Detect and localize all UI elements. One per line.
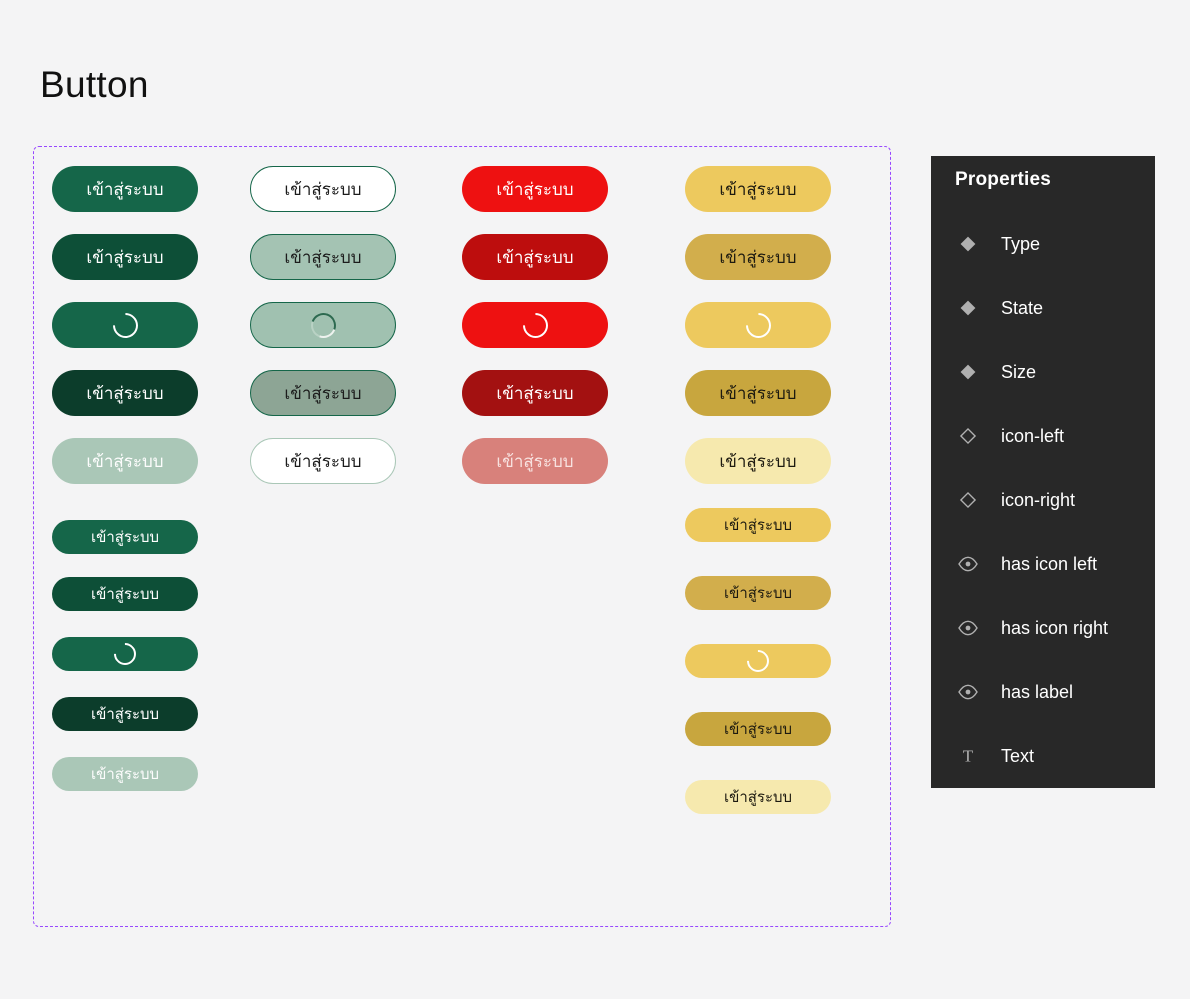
button-label: เข้าสู่ระบบ	[90, 766, 160, 783]
property-label: icon-left	[1001, 425, 1065, 446]
button-warning-disabled-sm[interactable]: เข้าสู่ระบบ	[685, 780, 831, 814]
button-label: เข้าสู่ระบบ	[90, 706, 160, 723]
button-label: เข้าสู่ระบบ	[496, 451, 574, 471]
button-primary-default-lg[interactable]: เข้าสู่ระบบ	[52, 166, 198, 212]
button-danger-pressed-lg[interactable]: เข้าสู่ระบบ	[462, 370, 608, 416]
button-primary-hover-lg[interactable]: เข้าสู่ระบบ	[52, 234, 198, 280]
button-warning-pressed-lg[interactable]: เข้าสู่ระบบ	[685, 370, 831, 416]
svg-text:T: T	[963, 747, 974, 766]
button-label: เข้าสู่ระบบ	[496, 383, 574, 403]
button-primary-hover-sm[interactable]: เข้าสู่ระบบ	[52, 577, 198, 611]
loading-spinner-icon	[306, 308, 340, 342]
button-warning-loading-sm[interactable]	[685, 644, 831, 678]
button-primary-disabled-lg[interactable]: เข้าสู่ระบบ	[52, 438, 198, 484]
property-label: icon-right	[1001, 489, 1076, 510]
property-label: has label	[1001, 681, 1074, 702]
property-label: State	[1001, 297, 1044, 318]
button-warning-hover-lg[interactable]: เข้าสู่ระบบ	[685, 234, 831, 280]
button-label: เข้าสู่ระบบ	[719, 451, 797, 471]
loading-spinner-icon	[517, 307, 553, 343]
button-label: เข้าสู่ระบบ	[723, 585, 793, 602]
button-primary-disabled-sm[interactable]: เข้าสู่ระบบ	[52, 757, 198, 791]
diamond-outline-icon	[957, 489, 979, 511]
button-secondary-hover-lg[interactable]: เข้าสู่ระบบ	[250, 234, 396, 280]
button-label: เข้าสู่ระบบ	[284, 247, 362, 267]
button-secondary-default-lg[interactable]: เข้าสู่ระบบ	[250, 166, 396, 212]
diamond-filled-icon	[957, 297, 979, 319]
diamond-filled-icon	[957, 233, 979, 255]
property-text[interactable]: T Text	[957, 742, 1034, 770]
button-danger-loading-lg[interactable]	[462, 302, 608, 348]
button-danger-hover-lg[interactable]: เข้าสู่ระบบ	[462, 234, 608, 280]
button-secondary-pressed-lg[interactable]: เข้าสู่ระบบ	[250, 370, 396, 416]
button-warning-hover-sm[interactable]: เข้าสู่ระบบ	[685, 576, 831, 610]
component-set-frame	[33, 146, 891, 927]
button-primary-loading-sm[interactable]	[52, 637, 198, 671]
button-warning-loading-lg[interactable]	[685, 302, 831, 348]
diamond-outline-icon	[957, 425, 979, 447]
button-secondary-disabled-lg[interactable]: เข้าสู่ระบบ	[250, 438, 396, 484]
button-label: เข้าสู่ระบบ	[284, 383, 362, 403]
button-secondary-loading-lg[interactable]	[250, 302, 396, 348]
button-label: เข้าสู่ระบบ	[90, 529, 160, 546]
button-label: เข้าสู่ระบบ	[86, 179, 164, 199]
button-label: เข้าสู่ระบบ	[719, 179, 797, 199]
button-danger-default-lg[interactable]: เข้าสู่ระบบ	[462, 166, 608, 212]
button-primary-loading-lg[interactable]	[52, 302, 198, 348]
button-label: เข้าสู่ระบบ	[90, 586, 160, 603]
eye-icon	[957, 617, 979, 639]
eye-icon	[957, 681, 979, 703]
button-label: เข้าสู่ระบบ	[719, 247, 797, 267]
button-danger-disabled-lg[interactable]: เข้าสู่ระบบ	[462, 438, 608, 484]
button-warning-pressed-sm[interactable]: เข้าสู่ระบบ	[685, 712, 831, 746]
property-has-icon-right[interactable]: has icon right	[957, 614, 1108, 642]
properties-panel-title: Properties	[955, 169, 1051, 190]
button-warning-default-lg[interactable]: เข้าสู่ระบบ	[685, 166, 831, 212]
button-warning-default-sm[interactable]: เข้าสู่ระบบ	[685, 508, 831, 542]
text-icon: T	[957, 745, 979, 767]
property-icon-right[interactable]: icon-right	[957, 486, 1075, 514]
button-primary-pressed-sm[interactable]: เข้าสู่ระบบ	[52, 697, 198, 731]
property-has-icon-left[interactable]: has icon left	[957, 550, 1097, 578]
page-title: Button	[40, 64, 149, 105]
button-label: เข้าสู่ระบบ	[284, 179, 362, 199]
property-icon-left[interactable]: icon-left	[957, 422, 1064, 450]
diamond-filled-icon	[957, 361, 979, 383]
button-label: เข้าสู่ระบบ	[723, 721, 793, 738]
eye-icon	[957, 553, 979, 575]
button-label: เข้าสู่ระบบ	[86, 247, 164, 267]
button-label: เข้าสู่ระบบ	[496, 179, 574, 199]
property-label: Size	[1001, 361, 1037, 382]
property-has-label[interactable]: has label	[957, 678, 1073, 706]
button-primary-pressed-lg[interactable]: เข้าสู่ระบบ	[52, 370, 198, 416]
property-state[interactable]: State	[957, 294, 1043, 322]
button-label: เข้าสู่ระบบ	[719, 383, 797, 403]
button-warning-disabled-lg[interactable]: เข้าสู่ระบบ	[685, 438, 831, 484]
property-label: has icon left	[1001, 553, 1098, 574]
button-label: เข้าสู่ระบบ	[284, 451, 362, 471]
button-primary-default-sm[interactable]: เข้าสู่ระบบ	[52, 520, 198, 554]
loading-spinner-icon	[740, 307, 776, 343]
button-label: เข้าสู่ระบบ	[496, 247, 574, 267]
loading-spinner-icon	[109, 638, 141, 670]
property-size[interactable]: Size	[957, 358, 1036, 386]
button-label: เข้าสู่ระบบ	[86, 451, 164, 471]
loading-spinner-icon	[107, 307, 143, 343]
button-label: เข้าสู่ระบบ	[86, 383, 164, 403]
property-type[interactable]: Type	[957, 230, 1040, 258]
property-label: has icon right	[1001, 617, 1109, 638]
loading-spinner-icon	[742, 645, 774, 677]
property-label: Type	[1001, 233, 1041, 254]
button-label: เข้าสู่ระบบ	[723, 789, 793, 806]
property-label: Text	[1001, 745, 1035, 766]
button-label: เข้าสู่ระบบ	[723, 517, 793, 534]
